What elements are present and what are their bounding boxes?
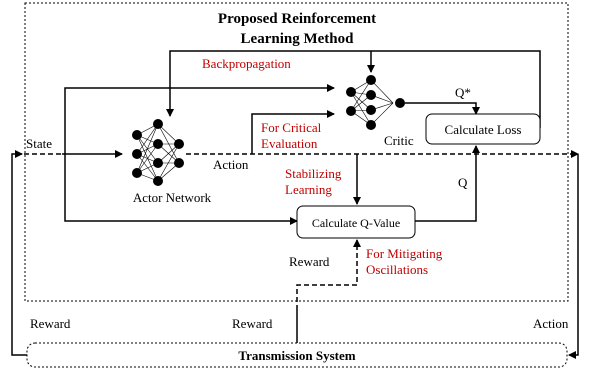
action-to-critic-arrow [251,110,335,154]
reward-loop-left [11,150,27,356]
state-label: State [26,136,52,151]
diagram-title-line1: Proposed Reinforcement [218,11,376,27]
backprop-loop [166,50,541,128]
state-to-qvalue-arrow [64,154,298,225]
mitigating-line1: For Mitigating [366,246,443,261]
action-loop-right [568,154,579,359]
stabilizing-line2: Learning [285,182,332,197]
reward-dashed-path [296,239,361,310]
qstar-arrow [405,102,480,115]
q-arrow [415,145,480,222]
q-label: Q [458,175,468,190]
reward-left-label: Reward [30,316,71,331]
mitigating-line2: Oscillations [366,262,428,277]
backprop-label: Backpropagation [202,56,291,71]
critic-label: Critic [384,133,414,148]
critic-network-icon [346,75,405,130]
qstar-label: Q* [455,85,471,100]
calculate-qvalue-label: Calculate Q-Value [312,216,400,230]
diagram-title-line2: Learning Method [241,31,355,47]
state-to-critic-arrow [64,84,335,154]
stabilizing-line1: Stabilizing [285,166,342,181]
reward-inner-label: Reward [289,254,330,269]
transmission-system-label: Transmission System [238,348,355,363]
critical-eval-line2: Evaluation [261,136,318,151]
reward-mid-label: Reward [232,316,273,331]
action-inner-label: Action [213,157,249,172]
actor-network-icon [132,119,184,186]
calculate-loss-box [425,113,541,145]
calculate-loss-label: Calculate Loss [445,122,522,137]
calculate-qvalue-box [296,205,416,239]
actor-network-label: Actor Network [133,190,212,205]
action-right-label: Action [533,316,569,331]
critical-eval-line1: For Critical [261,120,322,135]
